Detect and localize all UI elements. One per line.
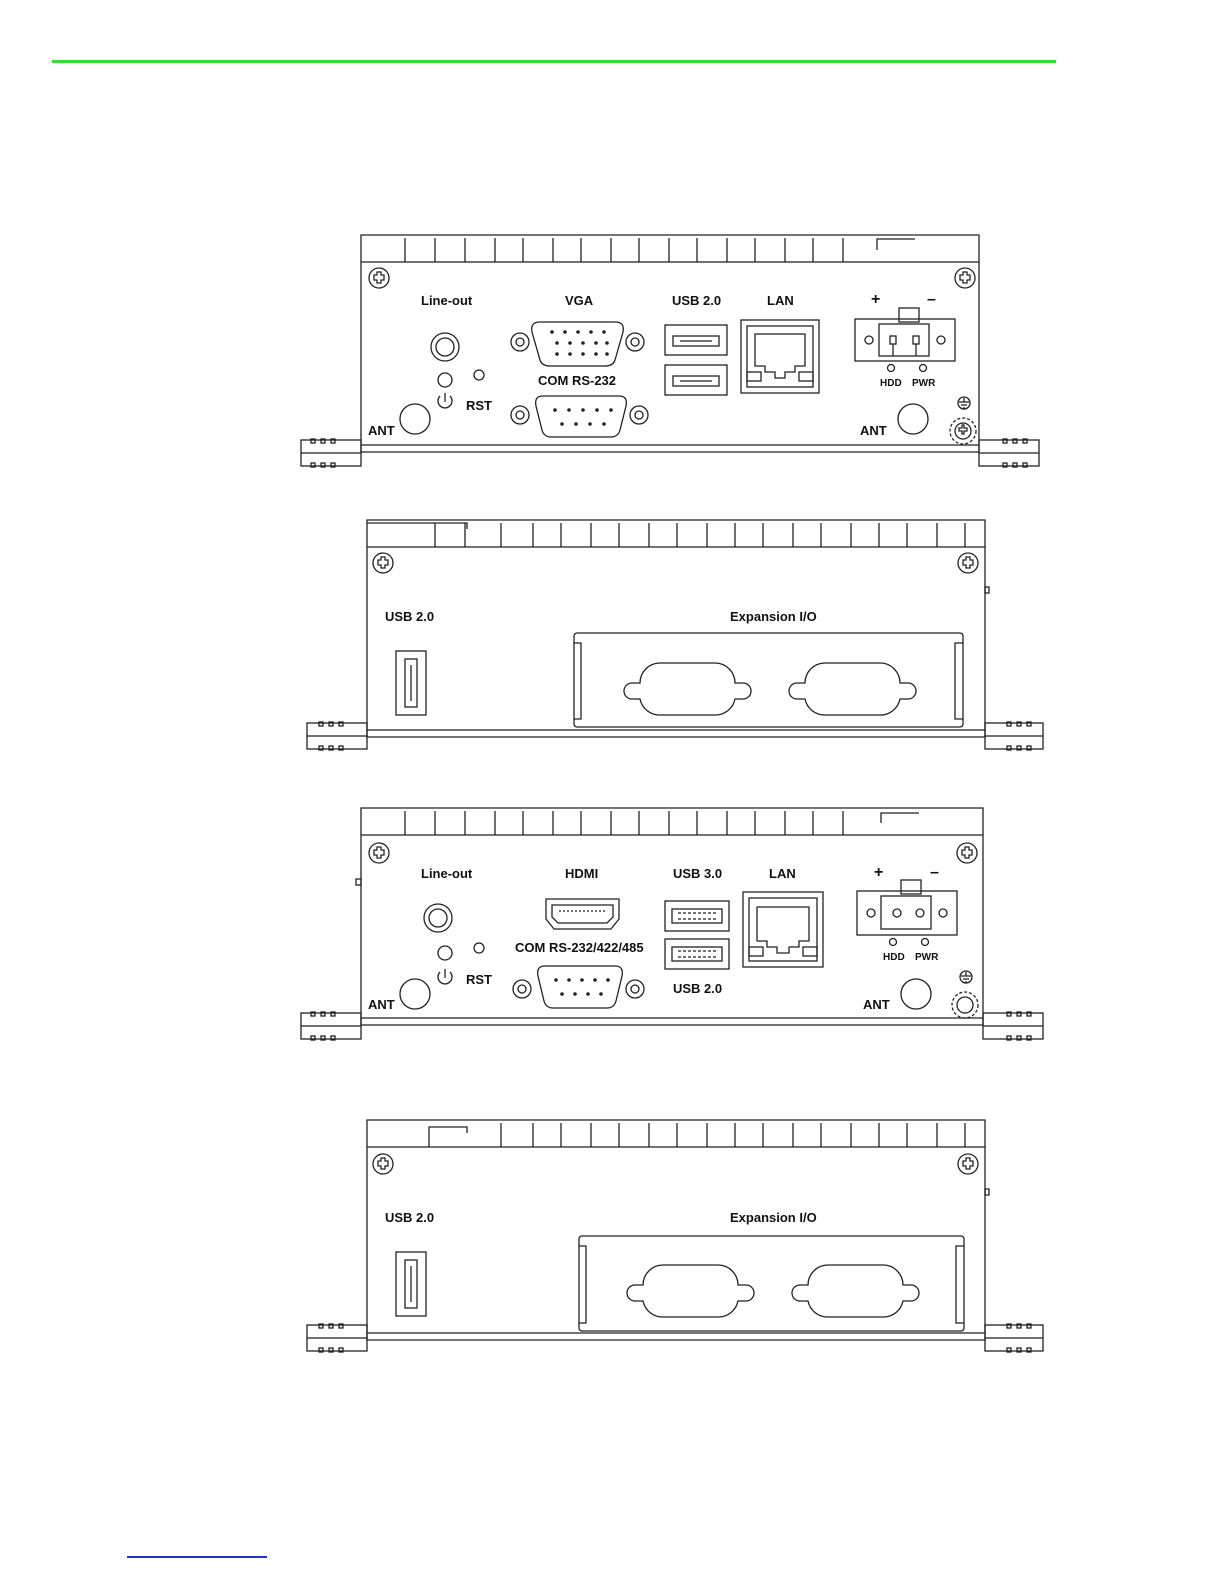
label-vga: VGA (565, 293, 594, 308)
front-panel-vga-diagram: Line-out VGA USB 2.0 LAN + – RST COM RS-… (295, 230, 1055, 475)
label-com: COM RS-232/422/485 (515, 940, 644, 955)
label-line-out: Line-out (421, 866, 473, 881)
expansion-io-bay-icon (574, 633, 963, 727)
hdmi-port-icon (546, 899, 619, 929)
label-usb: USB 2.0 (385, 1210, 434, 1225)
expansion-io-bay-icon (579, 1236, 964, 1331)
dc-power-terminal-icon (855, 308, 955, 361)
label-lan: LAN (769, 866, 796, 881)
label-hdd: HDD (880, 378, 902, 389)
chassis-base (367, 730, 985, 737)
dc-power-terminal-icon (857, 880, 957, 935)
antenna-port-icon (898, 404, 928, 434)
screw-icon (373, 1154, 393, 1174)
mounting-bracket-left (307, 1324, 367, 1352)
status-led-icon (474, 943, 484, 953)
lan-port-icon (741, 320, 819, 393)
antenna-port-icon (901, 979, 931, 1009)
label-expansion-io: Expansion I/O (730, 1210, 817, 1225)
label-plus: + (871, 291, 880, 308)
hdd-led-icon (888, 365, 895, 372)
footer-rule (127, 1556, 267, 1558)
screw-icon (373, 553, 393, 573)
usb-port-vertical-icon (396, 651, 426, 715)
pwr-led-icon (920, 365, 927, 372)
vga-connector-icon (511, 322, 644, 366)
mounting-bracket-right (985, 722, 1043, 750)
screw-icon (369, 268, 389, 288)
mounting-bracket-left (301, 1012, 361, 1040)
label-antenna-right: ANT (863, 997, 890, 1012)
chassis-outline (361, 235, 979, 445)
status-led-icon (474, 370, 484, 380)
mounting-bracket-right (983, 1012, 1043, 1040)
label-usb: USB 2.0 (672, 293, 721, 308)
heatsink-fins (367, 523, 965, 547)
screw-icon (955, 268, 975, 288)
mounting-bracket-right (985, 1324, 1043, 1352)
chassis-base (367, 1333, 985, 1340)
chassis-outline (367, 520, 985, 730)
ground-icon (958, 397, 970, 409)
label-usb2: USB 2.0 (673, 981, 722, 996)
label-antenna-right: ANT (860, 423, 887, 438)
rear-panel-diagram-2: USB 2.0 Expansion I/O (295, 1115, 1055, 1360)
label-usb3: USB 3.0 (673, 866, 722, 881)
power-led-icon (438, 373, 452, 387)
heatsink-fins (405, 238, 915, 262)
screw-icon (958, 553, 978, 573)
ground-screw-icon (952, 992, 978, 1018)
label-pwr: PWR (915, 952, 939, 963)
label-hdmi: HDMI (565, 866, 598, 881)
label-minus: – (927, 291, 936, 308)
mounting-bracket-left (307, 722, 367, 750)
audio-jack-icon (431, 333, 459, 361)
ground-screw-icon (950, 418, 976, 444)
label-line-out: Line-out (421, 293, 473, 308)
heatsink-fins (405, 811, 919, 835)
chassis-base (361, 1018, 983, 1025)
screw-icon (369, 843, 389, 863)
label-usb: USB 2.0 (385, 609, 434, 624)
screw-icon (957, 843, 977, 863)
chassis-base (361, 445, 979, 452)
usb-port-icon (665, 325, 727, 355)
power-symbol-icon (438, 393, 452, 408)
heatsink-fins (429, 1123, 965, 1147)
label-rst: RST (466, 972, 492, 987)
label-antenna-left: ANT (368, 997, 395, 1012)
usb3-port-icon (665, 901, 729, 931)
screw-icon (958, 1154, 978, 1174)
ground-icon (960, 971, 972, 983)
antenna-port-icon (400, 979, 430, 1009)
hdd-led-icon (890, 939, 897, 946)
label-pwr: PWR (912, 378, 936, 389)
pwr-led-icon (922, 939, 929, 946)
chassis-outline (367, 1120, 985, 1333)
label-antenna-left: ANT (368, 423, 395, 438)
usb3-port-icon (665, 939, 729, 969)
label-lan: LAN (767, 293, 794, 308)
antenna-port-icon (400, 404, 430, 434)
label-com: COM RS-232 (538, 373, 616, 388)
label-minus: – (930, 864, 939, 881)
lan-port-icon (743, 892, 823, 967)
mounting-bracket-right (979, 439, 1039, 467)
db9-serial-connector-icon (511, 396, 648, 437)
audio-jack-icon (424, 904, 452, 932)
header-rule (52, 60, 1056, 63)
power-led-icon (438, 946, 452, 960)
label-plus: + (874, 864, 883, 881)
db9-serial-connector-icon (513, 966, 644, 1008)
usb-port-icon (665, 365, 727, 395)
label-hdd: HDD (883, 952, 905, 963)
rear-panel-diagram: USB 2.0 Expansion I/O (295, 515, 1055, 760)
usb-port-vertical-icon (396, 1252, 426, 1316)
mounting-bracket-left (301, 439, 361, 467)
power-symbol-icon (438, 969, 452, 984)
front-panel-hdmi-diagram: Line-out HDMI USB 3.0 LAN + – RST COM RS… (295, 803, 1055, 1048)
label-expansion-io: Expansion I/O (730, 609, 817, 624)
label-rst: RST (466, 398, 492, 413)
